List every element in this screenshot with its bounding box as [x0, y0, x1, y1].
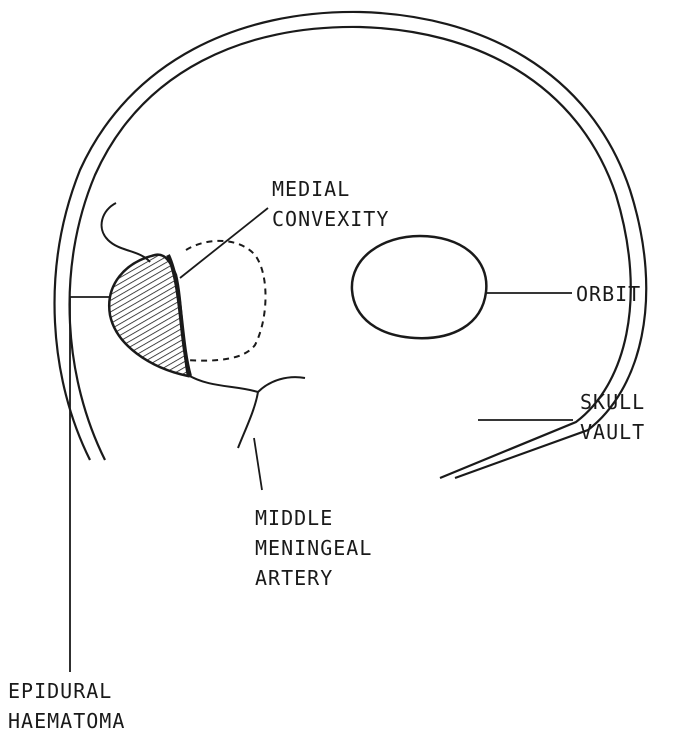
- skull-vault-outer: [55, 12, 647, 478]
- artery-right-branch: [258, 377, 305, 392]
- label-mma-line1: MIDDLE: [255, 503, 372, 533]
- label-skull-vault: SKULL VAULT: [580, 387, 645, 447]
- label-medial-convexity-line1: MEDIAL: [272, 174, 389, 204]
- label-middle-meningeal-artery: MIDDLE MENINGEAL ARTERY: [255, 503, 372, 593]
- label-epidural-haematoma: EPIDURAL HAEMATOMA: [8, 676, 125, 736]
- label-skull-vault-line1: SKULL: [580, 387, 645, 417]
- orbit-outline: [352, 236, 486, 338]
- label-medial-convexity-line2: CONVEXITY: [272, 204, 389, 234]
- label-epidural-line1: EPIDURAL: [8, 676, 125, 706]
- label-mma-line2: MENINGEAL: [255, 533, 372, 563]
- artery-main-trunk: [188, 375, 258, 392]
- label-mma-line3: ARTERY: [255, 563, 372, 593]
- epidural-haematoma-shape: [109, 255, 188, 376]
- label-epidural-line2: HAEMATOMA: [8, 706, 125, 736]
- label-orbit: ORBIT: [576, 279, 641, 309]
- leader-middle-meningeal-artery: [254, 438, 262, 490]
- skull-vault-inner: [70, 27, 631, 478]
- medial-convexity-outline: [185, 241, 266, 361]
- leader-medial-convexity: [180, 208, 268, 278]
- artery-upper-branch: [102, 203, 150, 262]
- label-medial-convexity: MEDIAL CONVEXITY: [272, 174, 389, 234]
- leader-epidural-haematoma: [70, 297, 110, 672]
- label-skull-vault-line2: VAULT: [580, 417, 645, 447]
